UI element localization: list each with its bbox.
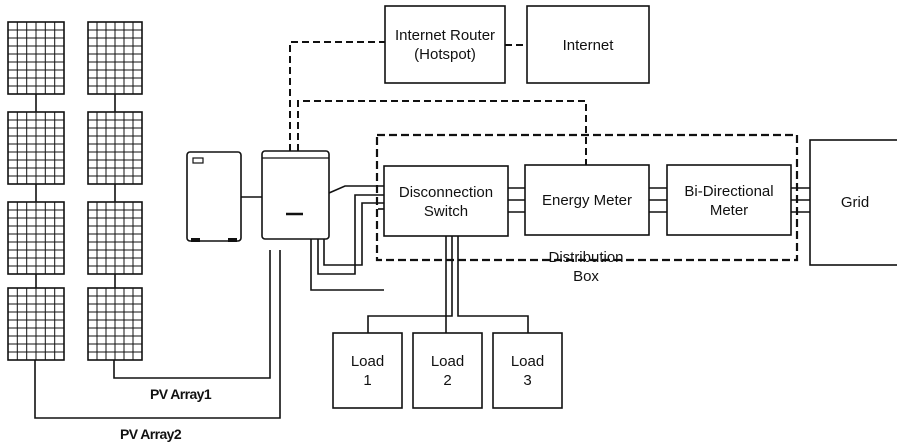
pv-array2-wire [34,250,281,419]
pv-array1-label: PV Array1 [150,386,212,402]
pv-array2-module-2 [7,111,65,185]
load2-label: Load 2 [413,352,482,390]
solar-panels [7,21,143,361]
router-label-line2: (Hotspot) [414,46,476,63]
grid-label: Grid [840,194,870,211]
distribution-box-outline [375,133,799,262]
pv-array1-module-1 [87,21,143,95]
pv-array2-module-3 [7,201,65,275]
pv-array1-module-3 [87,201,143,275]
busbars [508,187,810,213]
energy-meter-label: Energy Meter [541,192,633,209]
disconnection-switch-line1: Disconnection [398,184,494,201]
load2-box [412,332,483,409]
load2-line2: 2 [443,372,452,389]
pv-array2-module-4 [7,287,65,361]
router-box [384,5,506,84]
disconnection-switch-label: Disconnection Switch [384,183,508,221]
pv-array1-wire [113,250,271,379]
inverter-switch-wiring [310,185,384,291]
router-label: Internet Router (Hotspot) [385,26,505,64]
load1-label: Load 1 [333,352,402,390]
load3-line2: 3 [523,372,532,389]
internet-label: Internet [562,37,614,54]
battery-icon [186,151,242,242]
inverter-icon [261,150,330,240]
pv-array2-label: PV Array2 [120,426,182,442]
load-feeders [367,236,529,333]
load3-line1: Load [510,353,545,370]
pv-array1-module-4 [87,287,143,361]
router-label-line1: Internet Router [394,27,496,44]
network-links [289,41,587,165]
load1-line2: 1 [363,372,372,389]
distribution-box-line2: Box [573,268,599,285]
load2-line1: Load [430,353,465,370]
internet-box [526,5,650,84]
bidirectional-meter-line2: Meter [709,202,749,219]
load3-label: Load 3 [493,352,562,390]
distribution-box-line1: Distribution [548,249,624,266]
pv-array2-module-1 [7,21,65,95]
disconnection-switch-line2: Switch [423,203,469,220]
bidirectional-meter-label: Bi-Directional Meter [667,182,791,220]
distribution-box-label: Distribution Box [524,248,648,286]
bidirectional-meter-line1: Bi-Directional [684,183,774,200]
load1-line1: Load [350,353,385,370]
grid-box [809,139,897,266]
pv-array1-module-2 [87,111,143,185]
